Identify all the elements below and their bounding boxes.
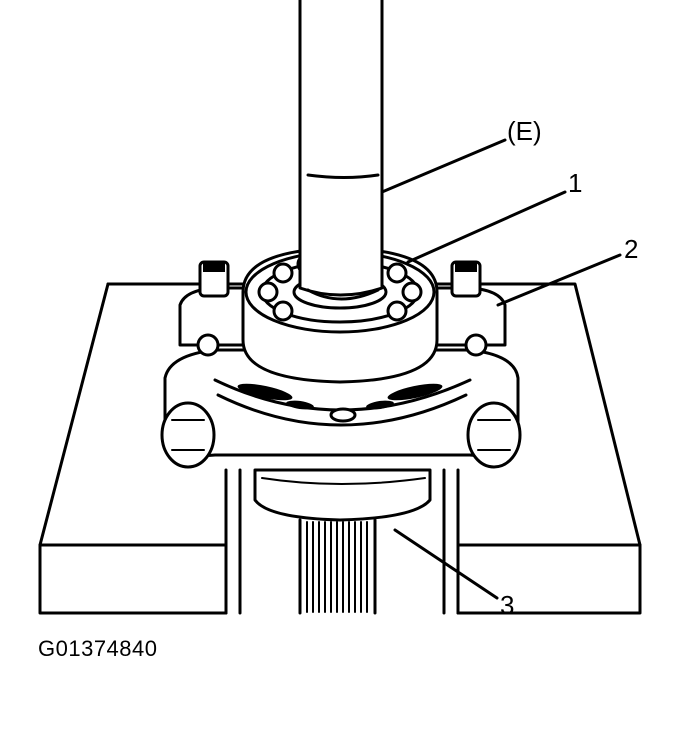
callout-tool-label: (E) bbox=[507, 116, 542, 146]
press-tool bbox=[298, 0, 384, 301]
callout-separator-label: 2 bbox=[624, 234, 638, 264]
press-bed bbox=[38, 282, 642, 615]
shaft-splines bbox=[306, 521, 368, 613]
callout-bearing-label: 1 bbox=[568, 168, 582, 198]
shaft bbox=[253, 468, 432, 615]
figure-id: G01374840 bbox=[38, 636, 158, 661]
leader-lines bbox=[380, 138, 622, 600]
callout-shaft-label: 3 bbox=[500, 590, 514, 620]
